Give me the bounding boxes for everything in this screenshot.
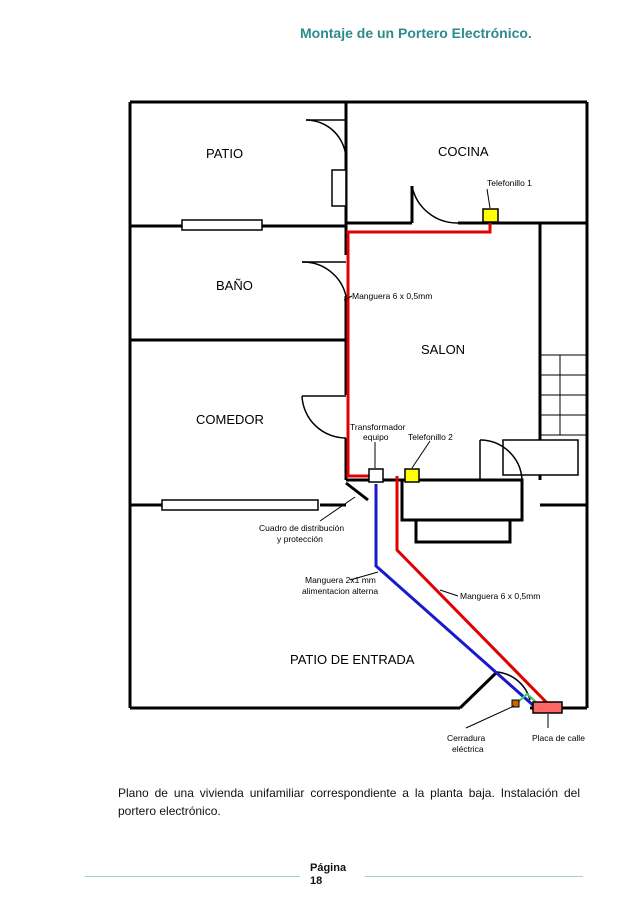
label-manguera-alt-2: alimentacion alterna xyxy=(302,586,378,596)
distribution-panel xyxy=(345,481,369,502)
room-salon: SALON xyxy=(421,342,465,357)
page-footer: Página 18 xyxy=(310,862,346,888)
label-cerradura-2: eléctrica xyxy=(452,744,484,754)
placa-device xyxy=(532,701,563,714)
label-manguera-alt-1: Manguera 2x1 mm xyxy=(305,575,376,585)
label-cuadro-2: y protección xyxy=(277,534,323,544)
page-number: 18 xyxy=(310,875,323,887)
walls xyxy=(128,100,589,710)
blue-wire-entrance xyxy=(374,484,535,708)
figure-caption: Plano de una vivienda unifamiliar corres… xyxy=(118,786,580,818)
red-wire-salon xyxy=(346,223,492,478)
document-header-title: Montaje de un Portero Electrónico. xyxy=(300,25,532,41)
telefonillo1-device xyxy=(482,208,499,223)
telefonillo2-device xyxy=(404,468,420,483)
room-patio: PATIO xyxy=(206,146,243,161)
room-bano: BAÑO xyxy=(216,278,253,293)
room-patio-entrada: PATIO DE ENTRADA xyxy=(290,652,415,667)
label-telefonillo1: Telefonillo 1 xyxy=(487,178,532,188)
doors xyxy=(301,119,531,701)
footer-rule-left xyxy=(85,876,300,877)
red-wire-entrance xyxy=(395,476,552,708)
label-telefonillo2: Telefonillo 2 xyxy=(408,432,453,442)
stairs xyxy=(539,354,588,436)
label-cerradura-1: Cerradura xyxy=(447,733,486,743)
transformador-device xyxy=(368,468,384,483)
label-manguera-salon: Manguera 6 x 0,5mm xyxy=(352,291,432,301)
label-placa: Placa de calle xyxy=(532,733,585,743)
label-manguera-entrada: Manguera 6 x 0,5mm xyxy=(460,591,540,601)
label-cuadro-1: Cuadro de distribución xyxy=(259,523,344,533)
wires xyxy=(346,223,552,708)
label-transformador-2: equipo xyxy=(363,432,389,442)
cerradura-device xyxy=(511,699,520,708)
footer-rule-right xyxy=(365,876,583,877)
room-cocina: COCINA xyxy=(438,144,489,159)
label-transformador-1: Transformador xyxy=(350,422,406,432)
room-comedor: COMEDOR xyxy=(196,412,264,427)
green-wire xyxy=(517,692,537,703)
page-label: Página xyxy=(310,862,347,874)
windows xyxy=(161,169,579,511)
